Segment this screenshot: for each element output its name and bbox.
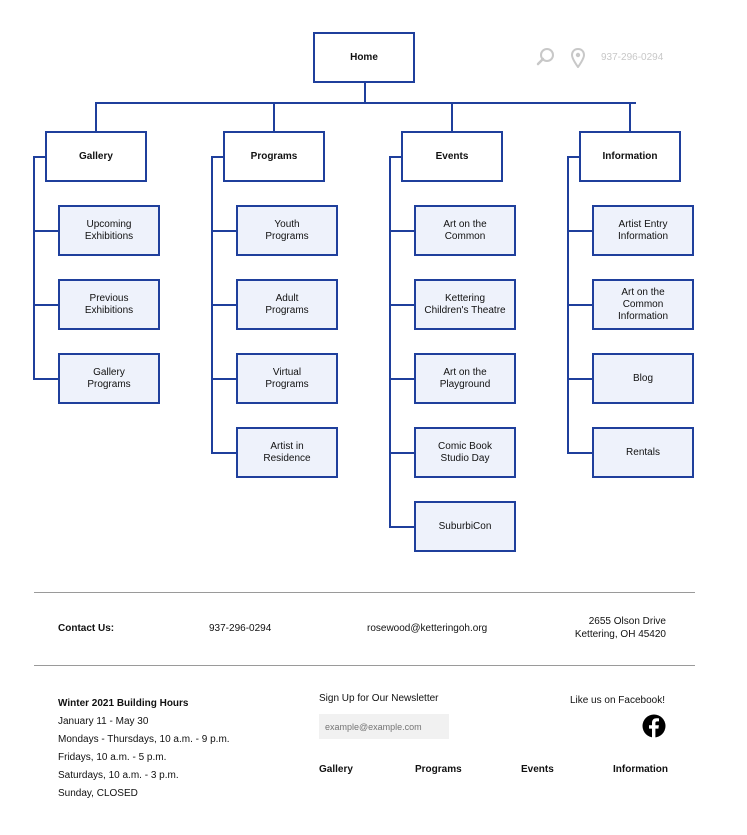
subpage-node[interactable]: Virtual Programs [236,353,338,404]
connector-line [364,83,366,103]
connector-line [629,102,631,131]
divider [34,592,695,593]
hours-line: Mondays - Thursdays, 10 a.m. - 9 p.m. [58,734,230,745]
connector-line [567,303,592,306]
divider [34,665,695,666]
subpage-node[interactable]: Rentals [592,427,694,478]
connector-line [211,156,223,158]
connector-line [33,229,58,232]
subpage-node[interactable]: Comic Book Studio Day [414,427,516,478]
hours-title: Winter 2021 Building Hours [58,698,189,709]
subpage-node[interactable]: Kettering Children's Theatre [414,279,516,330]
connector-line [33,156,45,158]
map-pin-icon[interactable] [571,48,585,68]
footer-nav-events[interactable]: Events [521,764,554,775]
search-icon[interactable] [536,47,556,67]
contact-email[interactable]: rosewood@ketteringoh.org [367,623,488,634]
home-node[interactable]: Home [313,32,415,83]
contact-phone[interactable]: 937-296-0294 [209,623,272,634]
newsletter-email-input[interactable] [319,714,449,739]
connector-line [33,303,58,306]
subpage-node[interactable]: Artist Entry Information [592,205,694,256]
header-phone[interactable]: 937-296-0294 [601,52,664,63]
nav-node-gallery[interactable]: Gallery [45,131,147,182]
connector-line [273,102,275,131]
connector-line [389,156,401,158]
contact-address-line2: Kettering, OH 45420 [574,629,666,640]
connector-line [95,102,636,104]
subpage-node[interactable]: Upcoming Exhibitions [58,205,160,256]
connector-line [33,377,58,380]
footer-nav-information[interactable]: Information [613,764,668,775]
subpage-node[interactable]: Art on the Common Information [592,279,694,330]
subpage-node[interactable]: Artist in Residence [236,427,338,478]
footer-nav-programs[interactable]: Programs [415,764,462,775]
footer-nav-gallery[interactable]: Gallery [319,764,353,775]
connector-line [389,451,414,454]
hours-line: Fridays, 10 a.m. - 5 p.m. [58,752,167,763]
subpage-node[interactable]: Previous Exhibitions [58,279,160,330]
contact-label: Contact Us: [58,623,115,634]
hours-line: Sunday, CLOSED [58,788,138,799]
nav-node-information[interactable]: Information [579,131,681,182]
contact-address-line1: 2655 Olson Drive [588,616,666,627]
connector-line [389,303,414,306]
subpage-node[interactable]: Adult Programs [236,279,338,330]
connector-line [211,303,236,306]
hours-line: January 11 - May 30 [58,716,149,727]
subpage-node[interactable]: Art on the Playground [414,353,516,404]
connector-line [389,377,414,380]
subpage-node[interactable]: SuburbiCon [414,501,516,552]
nav-node-programs[interactable]: Programs [223,131,325,182]
subpage-node[interactable]: Blog [592,353,694,404]
connector-line [567,156,579,158]
subpage-node[interactable]: Youth Programs [236,205,338,256]
connector-line [389,525,414,528]
connector-line [451,102,453,131]
connector-line [389,229,414,232]
connector-line [211,229,236,232]
connector-line [567,377,592,380]
facebook-label: Like us on Facebook! [569,695,665,706]
subpage-node[interactable]: Art on the Common [414,205,516,256]
facebook-icon[interactable] [642,714,666,738]
connector-line [33,156,35,380]
connector-line [95,102,97,131]
subpage-node[interactable]: Gallery Programs [58,353,160,404]
connector-line [567,451,592,454]
newsletter-label: Sign Up for Our Newsletter [319,693,439,704]
connector-line [567,229,592,232]
hours-line: Saturdays, 10 a.m. - 3 p.m. [58,770,179,781]
nav-node-events[interactable]: Events [401,131,503,182]
connector-line [211,451,236,454]
connector-line [211,377,236,380]
connector-line [389,156,391,528]
